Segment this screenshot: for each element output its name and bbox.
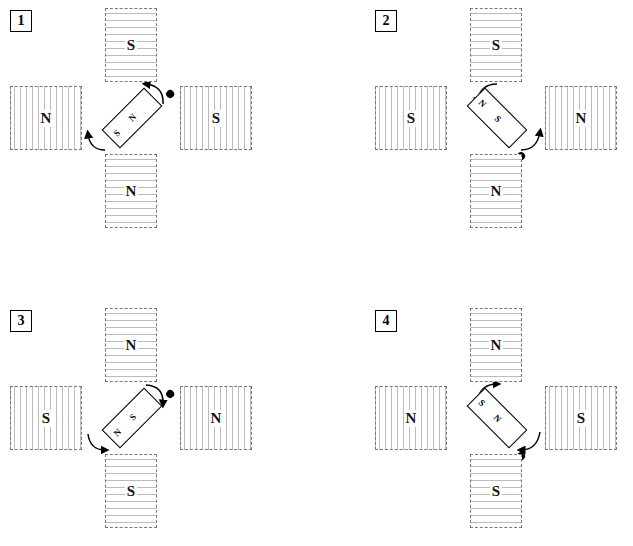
panel-number: 2 <box>375 10 397 32</box>
bar-magnet: S <box>375 86 447 150</box>
bar-magnet: S <box>105 454 157 528</box>
panel-number: 4 <box>375 310 397 332</box>
bar-magnet: S <box>470 454 522 528</box>
compass-needle: SN <box>467 388 528 449</box>
pole-label: N <box>404 410 419 427</box>
pole-label: N <box>489 337 504 354</box>
bar-magnet: N <box>105 308 157 382</box>
bar-magnet: N <box>10 86 82 150</box>
bar-magnet: N <box>180 386 252 450</box>
bar-magnet: N <box>545 86 617 150</box>
pole-letter: S <box>128 412 139 423</box>
pivot-dot <box>165 388 176 399</box>
bar-magnet: S <box>545 386 617 450</box>
pole-label: S <box>490 483 502 500</box>
panel-number: 4 <box>383 313 390 329</box>
panel-number: 1 <box>10 10 32 32</box>
pole-letter: N <box>127 112 139 124</box>
bar-magnet: S <box>180 86 252 150</box>
pole-label: N <box>209 410 224 427</box>
pole-letter: N <box>492 413 504 425</box>
pole-letter: S <box>111 128 122 139</box>
panel-number: 3 <box>18 313 25 329</box>
compass-needle: SN <box>102 88 163 149</box>
pole-label: S <box>490 37 502 54</box>
pole-label: S <box>575 410 587 427</box>
pole-label: S <box>405 110 417 127</box>
pole-letter: S <box>476 397 487 408</box>
pole-label: S <box>125 37 137 54</box>
compass-needle: NS <box>102 388 163 449</box>
pole-label: N <box>39 110 54 127</box>
bar-magnet: S <box>10 386 82 450</box>
bar-magnet: N <box>470 154 522 228</box>
bar-magnet: S <box>470 8 522 82</box>
panel-number: 3 <box>10 310 32 332</box>
bar-magnet: N <box>375 386 447 450</box>
pole-label: S <box>210 110 222 127</box>
pole-letter: N <box>476 97 488 109</box>
pole-label: N <box>124 183 139 200</box>
panel-number: 2 <box>383 13 390 29</box>
pole-label: N <box>489 183 504 200</box>
pole-letter: S <box>493 114 504 125</box>
bar-magnet: S <box>105 8 157 82</box>
pole-label: S <box>125 483 137 500</box>
pole-label: S <box>40 410 52 427</box>
panel-number: 1 <box>18 13 25 29</box>
pivot-dot <box>165 88 176 99</box>
bar-magnet: N <box>105 154 157 228</box>
compass-needle: NS <box>467 88 528 149</box>
bar-magnet: N <box>470 308 522 382</box>
pole-letter: N <box>111 427 123 439</box>
pole-label: N <box>124 337 139 354</box>
pole-label: N <box>574 110 589 127</box>
